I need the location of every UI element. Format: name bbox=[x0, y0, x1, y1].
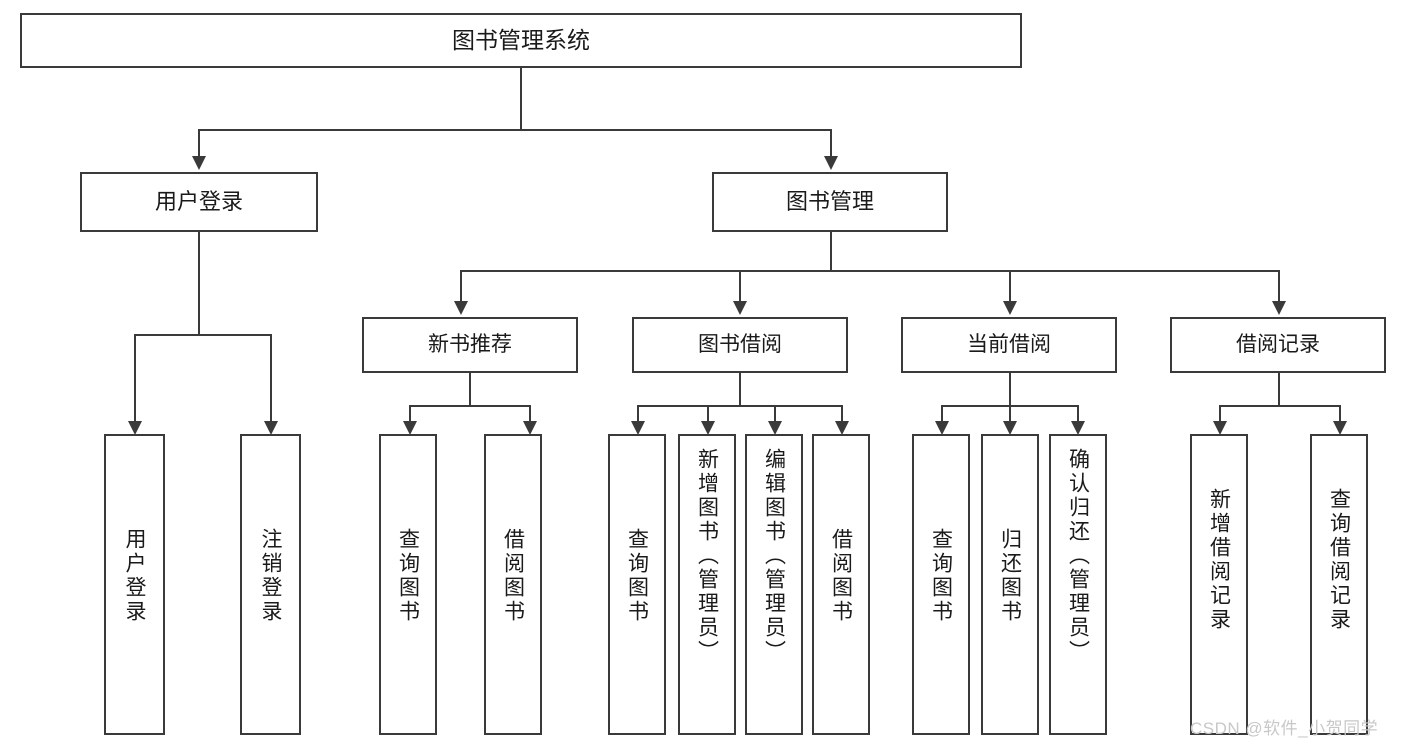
node-new-book-recommend[interactable]: 新书推荐 bbox=[362, 317, 578, 373]
connector-book-manage-drop-4 bbox=[1278, 270, 1280, 303]
arrowhead-current-borrow-leaf-3 bbox=[1071, 421, 1085, 435]
connector-book-manage-bus bbox=[460, 270, 1278, 272]
connector-book-manage-drop-2 bbox=[739, 270, 741, 303]
leaf-borrow-record-query-record[interactable]: 查询借阅记录 bbox=[1310, 434, 1368, 735]
arrowhead-root-to-book-manage bbox=[824, 156, 838, 170]
leaf-user-login-logout[interactable]: 注销登录 bbox=[240, 434, 301, 735]
leaf-book-borrow-edit-book-admin[interactable]: 编辑图书（管理员） bbox=[745, 434, 803, 735]
connector-book-manage-drop-1 bbox=[460, 270, 462, 303]
leaf-borrow-record-add-record[interactable]: 新增借阅记录 bbox=[1190, 434, 1248, 735]
node-label: 编辑图书（管理员） bbox=[762, 448, 786, 664]
connector-book-manage-drop-3 bbox=[1009, 270, 1011, 303]
arrowhead-root-to-user-login bbox=[192, 156, 206, 170]
arrowhead-to-new-book-recommend bbox=[454, 301, 468, 315]
arrowhead-user-login-leaf-2 bbox=[264, 421, 278, 435]
connector-book-borrow-drop-1 bbox=[637, 405, 639, 423]
leaf-new-book-borrow-book[interactable]: 借阅图书 bbox=[484, 434, 542, 735]
arrowhead-to-borrow-record bbox=[1272, 301, 1286, 315]
node-book-borrow[interactable]: 图书借阅 bbox=[632, 317, 848, 373]
arrowhead-to-book-borrow bbox=[733, 301, 747, 315]
connector-current-borrow-drop-2 bbox=[1009, 405, 1011, 423]
connector-borrow-record-bus bbox=[1219, 405, 1339, 407]
connector-book-borrow-drop-4 bbox=[841, 405, 843, 423]
arrowhead-borrow-record-leaf-2 bbox=[1333, 421, 1347, 435]
leaf-book-borrow-borrow-book[interactable]: 借阅图书 bbox=[812, 434, 870, 735]
arrowhead-current-borrow-leaf-2 bbox=[1003, 421, 1017, 435]
arrowhead-borrow-record-leaf-1 bbox=[1213, 421, 1227, 435]
node-book-management[interactable]: 图书管理 bbox=[712, 172, 948, 232]
arrowhead-book-borrow-leaf-1 bbox=[631, 421, 645, 435]
node-label: 查询借阅记录 bbox=[1327, 488, 1351, 632]
connector-user-login-stem bbox=[198, 232, 200, 335]
arrowhead-book-borrow-leaf-2 bbox=[701, 421, 715, 435]
connector-new-book-drop-2 bbox=[529, 405, 531, 423]
connector-new-book-drop-1 bbox=[409, 405, 411, 423]
arrowhead-book-borrow-leaf-4 bbox=[835, 421, 849, 435]
node-label: 用户登录 bbox=[154, 188, 243, 214]
connector-borrow-record-drop-2 bbox=[1339, 405, 1341, 423]
node-label: 新增借阅记录 bbox=[1207, 488, 1231, 632]
leaf-current-borrow-return-book[interactable]: 归还图书 bbox=[981, 434, 1039, 735]
connector-user-login-drop-2 bbox=[270, 334, 272, 423]
connector-borrow-record-stem bbox=[1278, 373, 1280, 406]
node-user-login[interactable]: 用户登录 bbox=[80, 172, 318, 232]
connector-book-manage-stem bbox=[830, 232, 832, 271]
connector-borrow-record-drop-1 bbox=[1219, 405, 1221, 423]
leaf-new-book-query-book[interactable]: 查询图书 bbox=[379, 434, 437, 735]
node-label: 新增图书（管理员） bbox=[695, 448, 719, 664]
arrowhead-user-login-leaf-1 bbox=[128, 421, 142, 435]
node-label: 注销登录 bbox=[259, 528, 282, 624]
node-label: 查询图书 bbox=[929, 528, 953, 624]
connector-current-borrow-drop-3 bbox=[1077, 405, 1079, 423]
node-label: 图书管理 bbox=[785, 188, 874, 214]
leaf-user-login-login[interactable]: 用户登录 bbox=[104, 434, 165, 735]
arrowhead-book-borrow-leaf-3 bbox=[768, 421, 782, 435]
node-label: 图书管理系统 bbox=[452, 26, 590, 53]
node-label: 当前借阅 bbox=[967, 333, 1051, 357]
connector-book-borrow-stem bbox=[739, 373, 741, 406]
node-label: 用户登录 bbox=[123, 528, 146, 624]
node-label: 查询图书 bbox=[625, 528, 649, 624]
connector-root-drop-2 bbox=[830, 129, 832, 158]
node-label: 借阅图书 bbox=[829, 528, 853, 624]
node-label: 确认归还（管理员） bbox=[1066, 448, 1090, 664]
node-root-system[interactable]: 图书管理系统 bbox=[20, 13, 1022, 68]
node-label: 查询图书 bbox=[396, 528, 420, 624]
node-label: 图书借阅 bbox=[698, 333, 782, 357]
connector-root-drop-1 bbox=[198, 129, 200, 158]
connector-book-borrow-drop-2 bbox=[707, 405, 709, 423]
connector-book-borrow-drop-3 bbox=[774, 405, 776, 423]
connector-current-borrow-drop-1 bbox=[941, 405, 943, 423]
connector-new-book-stem bbox=[469, 373, 471, 406]
node-label: 新书推荐 bbox=[428, 333, 512, 357]
leaf-current-borrow-query-book[interactable]: 查询图书 bbox=[912, 434, 970, 735]
arrowhead-new-book-leaf-2 bbox=[523, 421, 537, 435]
node-label: 借阅记录 bbox=[1236, 333, 1320, 357]
connector-user-login-bus bbox=[134, 334, 272, 336]
node-label: 归还图书 bbox=[998, 528, 1022, 624]
connector-root-bus bbox=[198, 129, 832, 131]
arrowhead-current-borrow-leaf-1 bbox=[935, 421, 949, 435]
leaf-book-borrow-add-book-admin[interactable]: 新增图书（管理员） bbox=[678, 434, 736, 735]
leaf-book-borrow-query-book[interactable]: 查询图书 bbox=[608, 434, 666, 735]
connector-user-login-drop-1 bbox=[134, 334, 136, 423]
connector-current-borrow-stem bbox=[1009, 373, 1011, 406]
connector-root-stem bbox=[520, 68, 522, 130]
connector-book-borrow-bus bbox=[637, 405, 842, 407]
leaf-current-borrow-confirm-return-admin[interactable]: 确认归还（管理员） bbox=[1049, 434, 1107, 735]
connector-new-book-bus bbox=[409, 405, 531, 407]
node-label: 借阅图书 bbox=[501, 528, 525, 624]
node-borrow-record[interactable]: 借阅记录 bbox=[1170, 317, 1386, 373]
arrowhead-new-book-leaf-1 bbox=[403, 421, 417, 435]
arrowhead-to-current-borrow bbox=[1003, 301, 1017, 315]
node-current-borrow[interactable]: 当前借阅 bbox=[901, 317, 1117, 373]
